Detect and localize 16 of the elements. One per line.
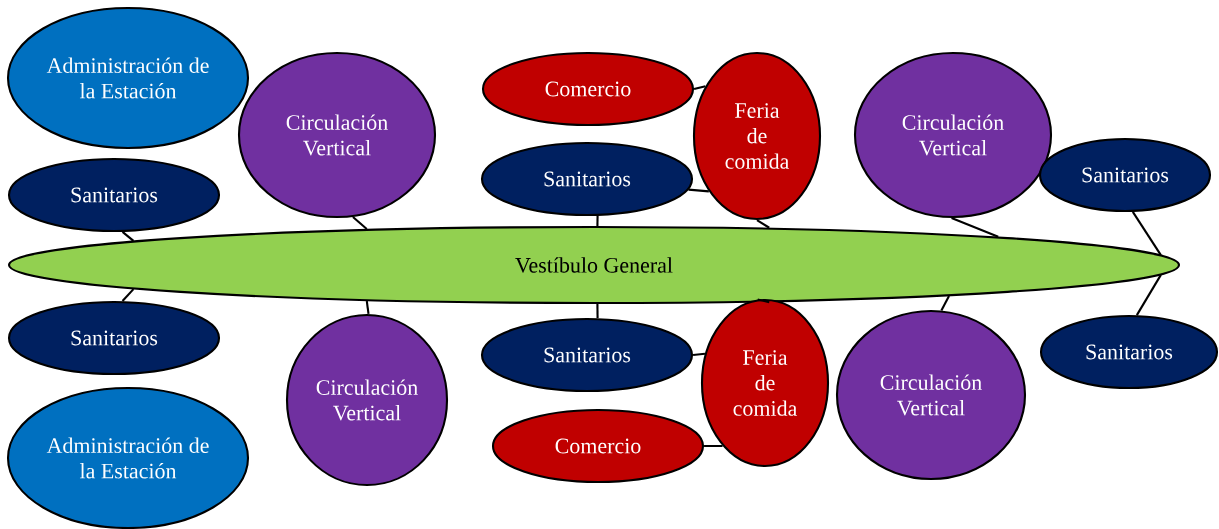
connector-line (596, 215, 599, 226)
connector-line (757, 298, 770, 304)
connector-line (692, 352, 706, 357)
connector-line (704, 444, 723, 448)
connector-line (940, 295, 950, 311)
connector-line (693, 85, 706, 91)
connector-line (121, 288, 135, 302)
connector-line (352, 216, 368, 230)
connector-line (688, 188, 709, 193)
connector-line (596, 304, 599, 319)
connector-line (951, 217, 999, 238)
connector-line (1131, 211, 1162, 256)
connector-line (121, 231, 135, 242)
connector-line (756, 219, 770, 229)
connector-line (1135, 274, 1162, 316)
connector-line (365, 300, 370, 315)
